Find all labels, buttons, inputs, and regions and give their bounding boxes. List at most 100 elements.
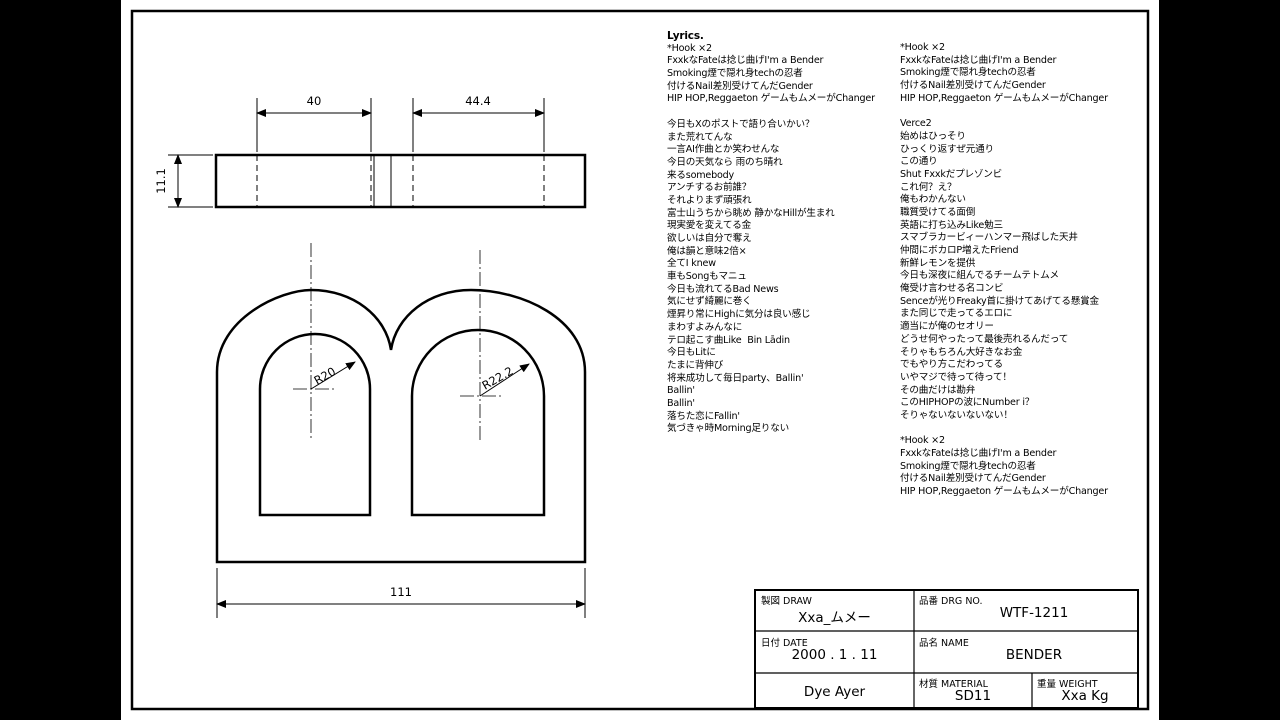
top-view	[214, 153, 587, 209]
lyric-line: また荒れてんな	[667, 131, 733, 143]
weight-value: Xxa Kg	[1061, 688, 1109, 704]
lyric-line: そりゃもちろん大好きなお金	[900, 346, 1023, 358]
weight-label: 重量 WEIGHT	[1037, 679, 1098, 690]
lyric-line: 今日の天気なら 雨のち晴れ	[667, 156, 783, 168]
sheet-border	[130, 9, 1150, 711]
title-block-frame	[754, 589, 1139, 709]
b-inner-right-hole	[410, 328, 546, 517]
lyric-line: 職質受けてる面倒	[900, 206, 976, 218]
lyric-line: Shut Fxxkだプレゾンビ	[900, 168, 1003, 180]
lyric-line: 気づきゃ時Morning足りない	[667, 423, 789, 435]
lyric-line: HIP HOP,Reggaeton ゲームもムメーがChanger	[900, 486, 1108, 498]
lyric-line: *Hook ×2	[900, 42, 945, 53]
lyric-line: スマブラカービィーハンマー飛ばした天井	[900, 232, 1078, 244]
lyric-line: 一言AI作曲とか笑わせんな	[667, 144, 780, 156]
lyric-line: それよりまず頑張れ	[667, 194, 752, 206]
dimension-overall-width: 111	[216, 568, 586, 618]
front-view: R20 R22.2	[215, 243, 587, 564]
lyric-line: 俺もわかんない	[900, 194, 966, 206]
lyric-line: 落ちた恋にFallin'	[667, 410, 740, 422]
lyric-line: 車もSongもマニュ	[667, 271, 747, 283]
radius-label-r20: R20	[312, 364, 339, 387]
lyric-line: FxxkなFateは捻じ曲げI'm a Bender	[667, 55, 824, 67]
lyric-line: この通り	[900, 156, 938, 168]
lyric-line: 始めはひっそり	[900, 130, 966, 142]
lyric-line: そりゃないないないない！	[900, 409, 1013, 421]
lyric-line: 英語に打ち込みLike勉三	[900, 219, 1003, 231]
lyric-line: HIP HOP,Reggaeton ゲームもムメーがChanger	[667, 93, 875, 105]
drawing-sheet: 40 44.4 11.1 R20	[121, 0, 1159, 720]
lyric-line: 付けるNail差別受けてんだGender	[900, 473, 1046, 485]
lyric-line: たまに背伸び	[667, 359, 724, 371]
dimension-label-11-1: 11.1	[154, 168, 168, 194]
lyric-line: 欲しいは自分で奪え	[667, 233, 752, 244]
lyric-line: Ballin'	[667, 385, 695, 397]
name-value: BENDER	[1005, 647, 1063, 663]
lyric-line: また同じで走ってるエロに	[900, 308, 1013, 320]
lyric-line: これ何？え？	[900, 181, 957, 193]
radius-label-r22-2: R22.2	[480, 364, 516, 393]
date-value: 2000 . 1 . 11	[791, 647, 878, 663]
dimension-label-40: 40	[307, 94, 322, 108]
lyric-line: Senceが光りFreaky首に掛けてあげてる懸賞金	[900, 295, 1099, 307]
lyric-line: 将来成功して毎日party、Ballin'	[667, 372, 804, 384]
dimension-label-44-4: 44.4	[465, 94, 491, 108]
lyric-line: 今日も流れてるBad News	[667, 283, 779, 295]
lyric-line	[667, 106, 875, 119]
lyric-line: 現実愛を変えてる金	[667, 220, 752, 232]
lyric-line: Smoking煙で隠れ身techの忍者	[900, 460, 1036, 472]
lyric-line: 全てI knew	[667, 258, 716, 270]
drg-value: WTF-1211	[999, 605, 1069, 621]
dimension-label-111: 111	[390, 585, 412, 599]
lyric-line: Smoking煙で隠れ身techの忍者	[667, 68, 803, 80]
lyric-line: でもやり方こだわってる	[900, 359, 1003, 371]
b-inner-left-hole	[258, 332, 372, 517]
lyric-line: HIP HOP,Reggaeton ゲームもムメーがChanger	[900, 92, 1108, 104]
lyric-line: 仲間にボカロP増えたFriend	[900, 245, 1019, 256]
lyric-line: 適当にが俺のセオリー	[900, 321, 994, 333]
lyric-line: ひっくり返すぜ元通り	[900, 143, 994, 155]
technical-drawing: 40 44.4 11.1 R20	[130, 9, 1150, 711]
draw-value: Xxa_ムメー	[798, 610, 871, 626]
lyric-line: テロ起こす曲Like Bin Lādin	[667, 334, 790, 346]
lyric-line: まわすよみんなに	[667, 321, 743, 333]
lyric-line: 富士山うちから眺め 静かなHillが生まれ	[667, 207, 835, 219]
lyric-line: Verce2	[900, 118, 932, 130]
lyric-line: 付けるNail差別受けてんだGender	[667, 80, 813, 92]
lyric-line	[900, 105, 1108, 118]
lyric-line: 付けるNail差別受けてんだGender	[900, 80, 1046, 92]
lyric-line: 俺受け言わせる名コンビ	[900, 283, 1004, 295]
lyric-line: 新鮮レモンを提供	[900, 257, 976, 269]
lyric-line: 気にせず綺麗に巻く	[667, 296, 752, 308]
lyric-line: Ballin'	[667, 397, 695, 409]
lyric-line: 今日もLitに	[667, 347, 716, 359]
dimension-thickness: 11.1	[154, 154, 213, 208]
name-label: 品名 NAME	[919, 638, 969, 649]
draw-label: 製図 DRAW	[761, 596, 812, 607]
dimension-top-right: 44.4	[412, 94, 545, 152]
lyric-line: Lyrics.	[667, 30, 704, 42]
lyric-line: どうせ何やったって最後売れるんだって	[900, 333, 1069, 345]
lyric-line: 来るsomebody	[667, 169, 735, 181]
lyric-line: 今日もXのポストで語り合いかい？	[667, 118, 815, 130]
lyric-line: FxxkなFateは捻じ曲げI'm a Bender	[900, 448, 1057, 459]
lyric-line: 今日も深夜に組んでるチームテトムメ	[900, 270, 1059, 282]
lyric-line: このHIPHOPの波にNumber i？	[900, 397, 1035, 409]
lyric-line: Smoking煙で隠れ身techの忍者	[900, 67, 1036, 79]
lyric-line	[900, 423, 1108, 436]
lyric-line: その曲だけは勘弁	[900, 384, 976, 396]
lyric-line: FxxkなFateは捻じ曲げI'm a Bender	[900, 54, 1057, 66]
drg-label: 品番 DRG NO.	[919, 596, 983, 607]
lyric-line: *Hook ×2	[900, 435, 945, 447]
lyric-line: *Hook ×2	[667, 42, 712, 54]
lyric-line: アンチするお前誰？	[667, 182, 752, 194]
material-label: 材質 MATERIAL	[919, 679, 988, 690]
lyric-line: 煙昇り常にHighに気分は良い感じ	[667, 309, 811, 321]
lyric-line: 俺は韻と意味2倍×	[667, 245, 747, 257]
author-value: Dye Ayer	[803, 684, 866, 700]
material-value: SD11	[954, 688, 992, 704]
lyric-line: いやマジで待って待って！	[900, 371, 1012, 383]
date-label: 日付 DATE	[761, 638, 808, 649]
